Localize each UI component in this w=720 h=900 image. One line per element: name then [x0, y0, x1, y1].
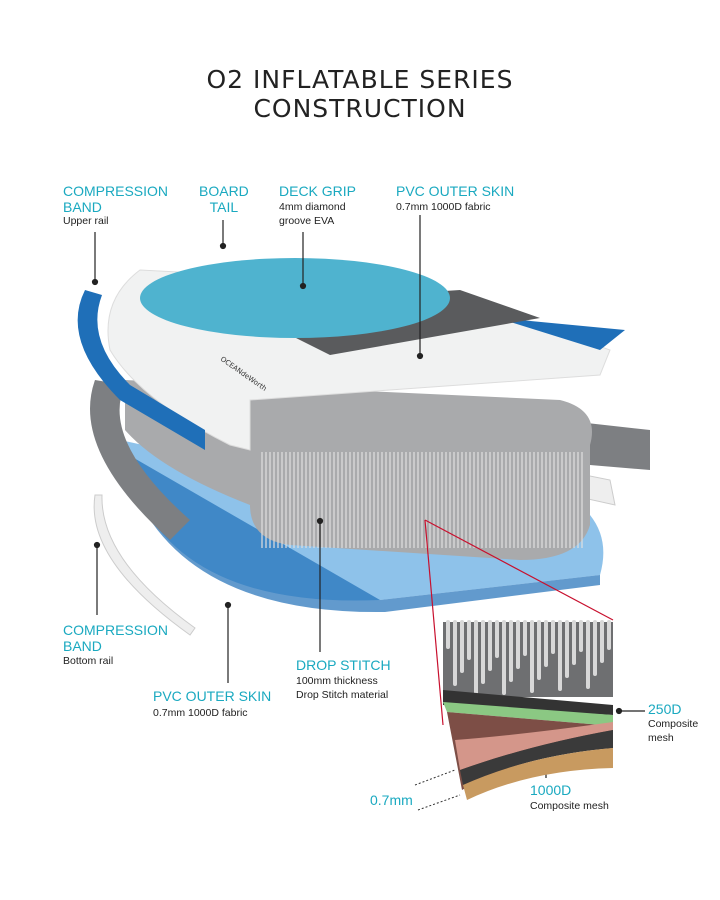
- label-1000d-desc: Composite mesh: [530, 800, 609, 812]
- label-pvc-outer-skin-bottom-desc: 0.7mm 1000D fabric: [153, 707, 248, 719]
- label-drop-stitch-title: DROP STITCH: [296, 657, 391, 673]
- bottom-compression-band: [93, 494, 196, 636]
- label-text: mesh: [648, 732, 674, 744]
- label-text: COMPRESSION: [63, 183, 169, 199]
- label-compression-band-upper-desc: Upper rail: [63, 215, 109, 227]
- drop-stitch-fibers: [261, 452, 583, 548]
- label-text: 100mm thickness: [296, 675, 378, 687]
- title-line-2: CONSTRUCTION: [253, 94, 467, 123]
- title-line-1: O2 INFLATABLE SERIES: [206, 65, 514, 94]
- label-pvc-outer-skin-top-desc: 0.7mm 1000D fabric: [396, 201, 491, 213]
- grey-rail-band: [90, 380, 190, 540]
- label-text: Composite: [648, 718, 699, 730]
- label-text: BOARD: [199, 183, 249, 199]
- label-deck-grip-title: DECK GRIP: [279, 183, 357, 199]
- label-deck-grip-desc: 4mm diamond groove EVA: [279, 200, 346, 228]
- material-cross-section: [443, 620, 613, 800]
- label-text: Drop Stitch material: [296, 689, 389, 701]
- label-250d-desc: Composite mesh: [648, 717, 698, 745]
- deck-grip-eva: [140, 258, 450, 338]
- label-thickness: 0.7mm: [370, 792, 413, 808]
- label-1000d-title: 1000D: [530, 782, 572, 798]
- label-text: BAND: [63, 199, 102, 215]
- label-text: TAIL: [209, 199, 239, 215]
- label-pvc-outer-skin-top-title: PVC OUTER SKIN: [396, 183, 515, 199]
- label-250d-title: 250D: [648, 701, 682, 717]
- label-text: COMPRESSION: [63, 622, 169, 638]
- label-text: 4mm diamond: [279, 201, 346, 213]
- label-text: BAND: [63, 638, 102, 654]
- upper-compression-band: [77, 290, 205, 450]
- label-text: groove EVA: [279, 215, 335, 227]
- label-compression-band-bottom-desc: Bottom rail: [63, 655, 114, 667]
- label-pvc-outer-skin-bottom-title: PVC OUTER SKIN: [153, 688, 272, 704]
